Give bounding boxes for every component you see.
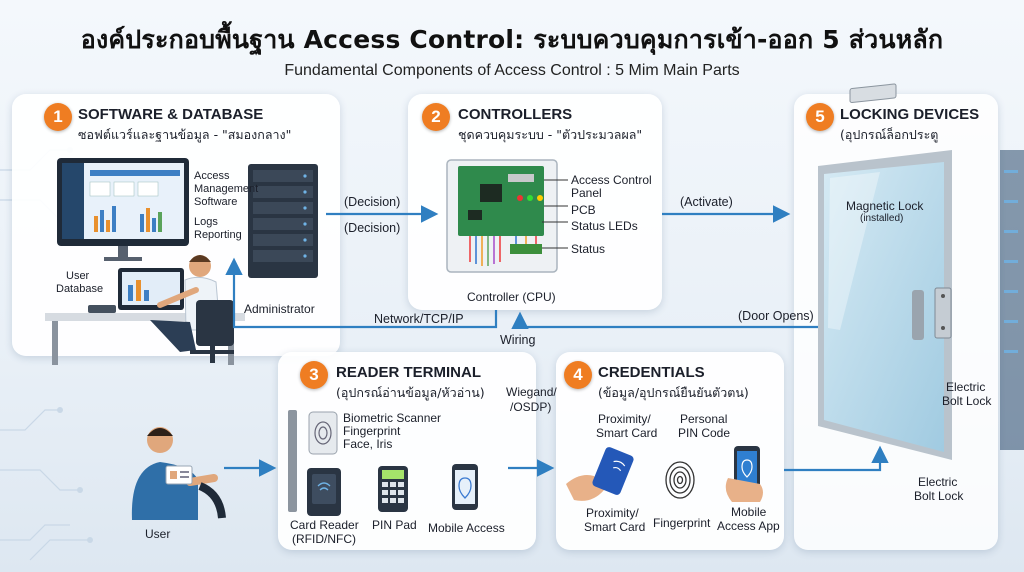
- status-label: Status: [571, 242, 606, 256]
- credentials-to-lock-arrow: [784, 445, 889, 472]
- door-opens-arrow: [511, 311, 818, 330]
- activate-flow-label: (Activate): [680, 195, 733, 209]
- proximity-card-label: Proximity/: [598, 412, 651, 426]
- biometric-scanner-label: Fingerprint: [343, 424, 401, 438]
- step-number-badge: 1: [44, 103, 72, 131]
- pin-code-label: PIN Code: [678, 426, 731, 440]
- pin-code-label: Personal: [680, 412, 728, 426]
- reporting-label: Reporting: [194, 229, 242, 241]
- panel-subtitle: (อุปกรณ์ล็อกประตู: [840, 127, 939, 142]
- proximity-card-label: Smart Card: [584, 520, 646, 534]
- panel-credentials: 4 CREDENTIALS (ข้อมูล/อุปกรณ์ยืนยันตัวตน…: [556, 352, 784, 550]
- panel-title: CONTROLLERS: [458, 106, 573, 123]
- administrator-desk-icon: [45, 255, 245, 365]
- panel-subtitle: (อุปกรณ์อ่านข้อมูล/หัวอ่าน): [336, 385, 485, 400]
- wiegand-flow-label: Wiegand/: [506, 385, 557, 399]
- access-control-panel-label: Panel: [571, 186, 602, 200]
- panel-title: SOFTWARE & DATABASE: [78, 106, 264, 123]
- reader-devices-icons: [288, 410, 478, 516]
- mobile-access-label: Mobile Access: [428, 521, 505, 535]
- panel-subtitle: ชุดควบคุมระบบ - "ตัวประมวลผล": [458, 127, 643, 142]
- status-leds-label: Status LEDs: [571, 219, 638, 233]
- administrator-label: Administrator: [244, 302, 315, 316]
- pcb-label: PCB: [571, 203, 596, 217]
- card-reader-label: Card Reader: [290, 518, 359, 532]
- access-management-label: Software: [194, 196, 238, 208]
- server-rack-icon: [248, 164, 318, 278]
- network-flow-label: Network/TCP/IP: [374, 312, 464, 326]
- controller-cpu-label: Controller (CPU): [467, 290, 556, 304]
- mobile-access-app-label: Mobile: [731, 505, 767, 519]
- logs-label: Logs: [194, 216, 218, 228]
- panel-subtitle: (ข้อมูล/อุปกรณ์ยืนยันตัวตน): [598, 385, 749, 400]
- electric-bolt-lock-label: Bolt Lock: [942, 394, 992, 408]
- step-number-badge: 2: [422, 103, 450, 131]
- panel-title: CREDENTIALS: [598, 364, 705, 381]
- decision-flow-label: (Decision): [344, 195, 401, 209]
- magnetic-lock-label: (installed): [860, 213, 904, 224]
- decision-flow-label: (Decision): [344, 221, 401, 235]
- page-title: องค์ประกอบพื้นฐาน Access Control: ระบบคว…: [80, 25, 944, 54]
- fingerprint-label: Fingerprint: [653, 516, 711, 530]
- glass-door-icon: [818, 83, 952, 460]
- door-opens-flow-label: (Door Opens): [738, 309, 814, 323]
- wiring-flow-label: Wiring: [500, 333, 536, 347]
- card-reader-label: (RFID/NFC): [292, 532, 356, 546]
- panel-title: READER TERMINAL: [336, 364, 481, 381]
- user-label: User: [145, 527, 171, 541]
- monitor-dashboard-icon: [57, 158, 189, 261]
- proximity-card-label: Proximity/: [586, 506, 639, 520]
- electric-bolt-lock-label: Electric: [918, 475, 958, 489]
- step-number-badge: 5: [806, 103, 834, 131]
- step-number-badge: 3: [300, 361, 328, 389]
- user-database-label: Database: [56, 283, 104, 295]
- electric-bolt-lock-label: Electric: [946, 380, 986, 394]
- access-management-label: Access: [194, 170, 230, 182]
- user-database-label: User: [66, 270, 90, 282]
- access-control-panel-label: Access Control: [571, 173, 652, 187]
- biometric-scanner-label: Face, Iris: [343, 437, 393, 451]
- user-figure-icon: [131, 427, 226, 520]
- network-arrow: [225, 257, 498, 329]
- panel-title: LOCKING DEVICES: [840, 106, 980, 123]
- page-subtitle: Fundamental Components of Access Control…: [284, 62, 740, 79]
- controller-board-icon: [446, 159, 568, 273]
- electric-bolt-lock-label: Bolt Lock: [914, 489, 964, 503]
- panel-reader-terminal: 3 READER TERMINAL (อุปกรณ์อ่านข้อมูล/หัว…: [278, 352, 536, 550]
- proximity-card-label: Smart Card: [596, 426, 658, 440]
- pin-pad-label: PIN Pad: [372, 518, 417, 532]
- wiegand-flow-label: /OSDP): [510, 400, 552, 414]
- biometric-scanner-label: Biometric Scanner: [343, 411, 442, 425]
- credential-icons: [566, 446, 763, 502]
- access-management-label: Management: [194, 183, 259, 195]
- panel-subtitle: ซอฟต์แวร์และฐานข้อมูล - "สมองกลาง": [78, 127, 292, 142]
- magnetic-lock-label: Magnetic Lock: [846, 199, 924, 213]
- step-number-badge: 4: [564, 361, 592, 389]
- mobile-access-app-label: Access App: [717, 519, 780, 533]
